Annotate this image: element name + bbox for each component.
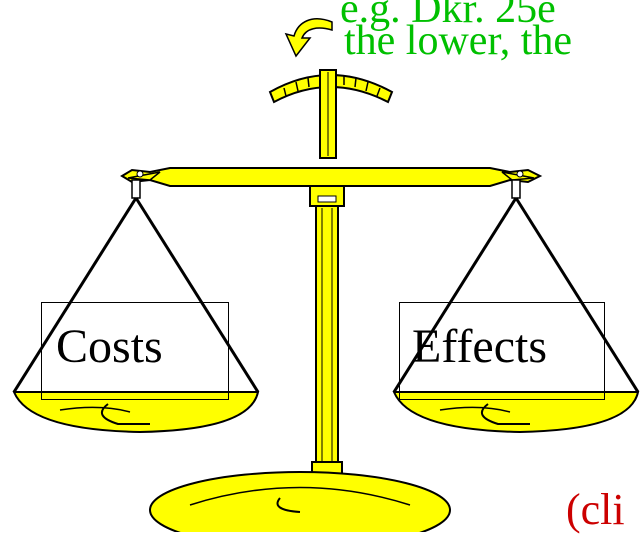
- caption-line-1: e.g. Dkr. 25e: [340, 0, 556, 32]
- effects-label: Effects: [399, 302, 605, 400]
- gauge-dial: [268, 74, 394, 104]
- click-hint[interactable]: (cli: [566, 485, 625, 534]
- scale-base: [149, 471, 451, 532]
- right-pan: [392, 391, 640, 434]
- left-pan: [12, 391, 260, 434]
- curved-arrow-icon: [284, 18, 333, 58]
- caption-line-2: the lower, the: [344, 18, 573, 64]
- costs-label: Costs: [41, 302, 229, 400]
- left-pan-strings: [12, 197, 260, 393]
- right-pan-strings: [392, 197, 640, 393]
- balance-beam: [120, 167, 543, 187]
